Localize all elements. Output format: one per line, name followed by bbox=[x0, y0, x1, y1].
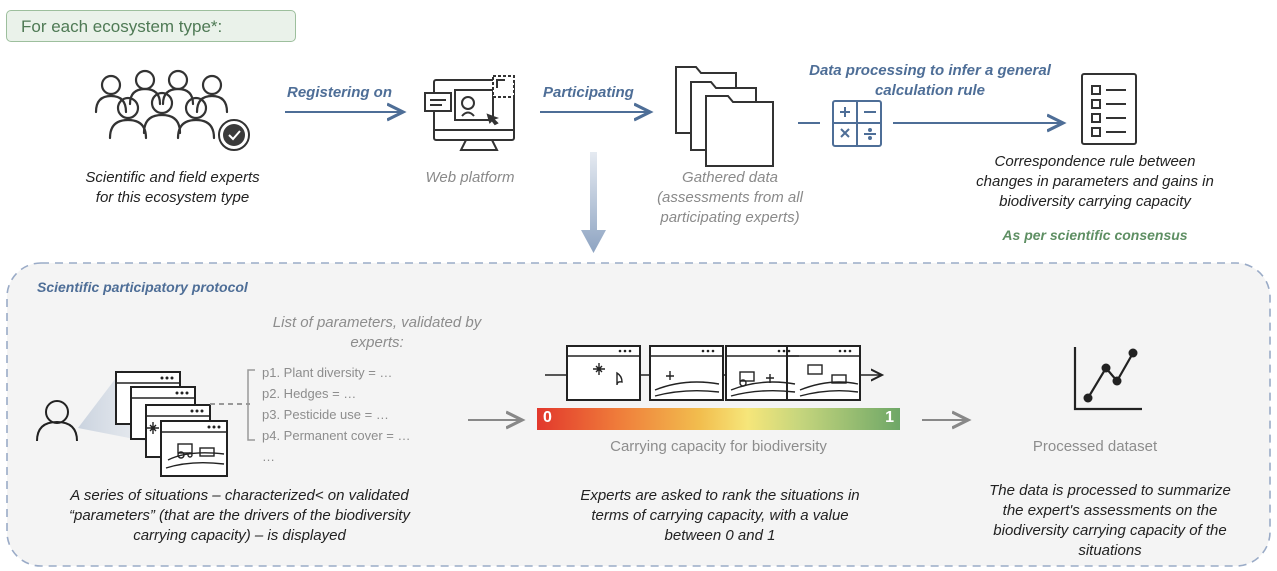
experts-group-icon bbox=[94, 69, 229, 140]
dataset-caption: Processed dataset bbox=[1032, 438, 1158, 455]
caption-situations: A series of situations – characterized< … bbox=[69, 487, 410, 544]
protocol-title: Scientific participatory protocol bbox=[37, 279, 248, 295]
situation-strip bbox=[545, 345, 882, 401]
param-item: p2. Hedges = … bbox=[262, 386, 357, 401]
registering-label: Registering on bbox=[287, 84, 393, 101]
person-icon bbox=[36, 400, 78, 442]
param-item: p4. Permanent cover = … bbox=[262, 428, 411, 443]
down-arrow-to-protocol bbox=[581, 152, 606, 253]
caption-ranking: Experts are asked to rank the situations… bbox=[580, 487, 860, 544]
param-item: p3. Pesticide use = … bbox=[262, 407, 389, 422]
param-item: … bbox=[262, 449, 275, 464]
gathered-data-caption: Gathered data (assessments from all part… bbox=[657, 169, 803, 226]
experts-caption: Scientific and field experts for this ec… bbox=[85, 169, 260, 206]
params-list: p1. Plant diversity = … p2. Hedges = … p… bbox=[262, 362, 411, 467]
web-platform-icon bbox=[424, 75, 515, 151]
participating-label: Participating bbox=[543, 84, 634, 101]
verified-badge-icon bbox=[218, 119, 250, 151]
params-title: List of parameters, validated by experts… bbox=[272, 314, 482, 351]
carrying-capacity-scale: 0 1 bbox=[537, 408, 900, 430]
caption-processing: The data is processed to summarize the e… bbox=[989, 482, 1231, 559]
scale-min-label: 0 bbox=[543, 409, 552, 426]
platform-caption: Web platform bbox=[425, 169, 515, 186]
ecosystem-type-tag: For each ecosystem type*: bbox=[6, 10, 296, 42]
rule-caption: Correspondence rule between changes in p… bbox=[976, 153, 1214, 210]
calculator-icon bbox=[832, 100, 882, 147]
processing-label: Data processing to infer a general calcu… bbox=[809, 62, 1051, 99]
consensus-label: As per scientific consensus bbox=[1002, 227, 1188, 243]
param-item: p1. Plant diversity = … bbox=[262, 365, 393, 380]
params-bracket bbox=[247, 369, 255, 441]
situation-card-1 bbox=[566, 345, 641, 401]
folders-icon bbox=[675, 66, 774, 167]
line-chart-icon bbox=[1073, 347, 1142, 411]
scale-caption: Carrying capacity for biodiversity bbox=[610, 438, 827, 455]
scale-max-label: 1 bbox=[885, 409, 894, 426]
checklist-icon bbox=[1081, 73, 1137, 145]
